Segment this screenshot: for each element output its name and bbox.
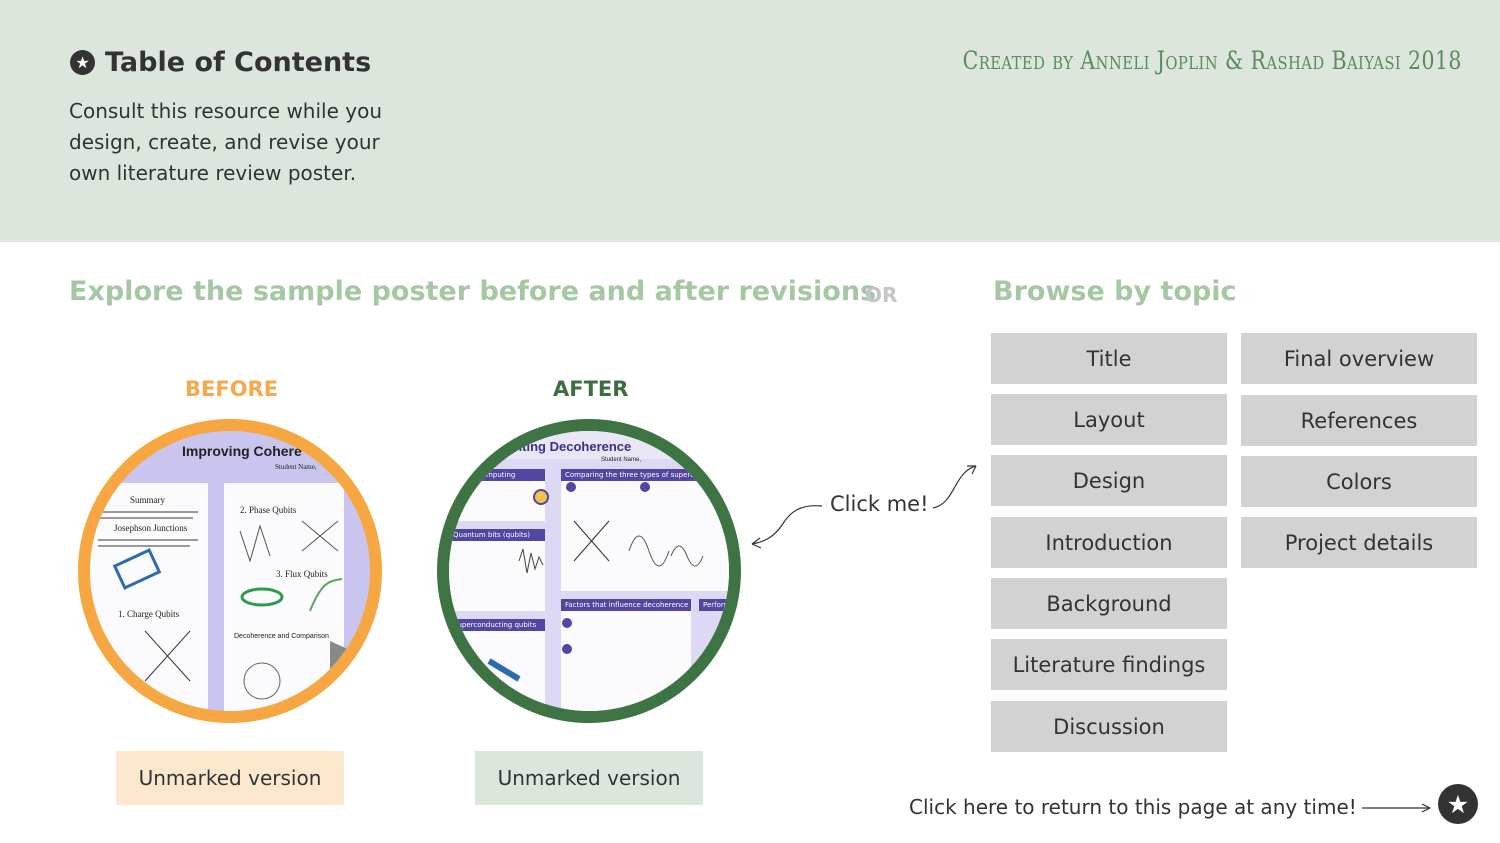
topic-button-title[interactable]: Title	[991, 333, 1227, 384]
after-section-bar: Factors that influence decoherence	[561, 599, 691, 611]
page-title: ★ Table of Contents	[70, 47, 371, 78]
return-hint: Click here to return to this page at any…	[909, 795, 1357, 819]
topic-button-project-details[interactable]: Project details	[1241, 517, 1477, 568]
before-section-heading: Summary	[130, 495, 165, 505]
after-section-bar: antum computing	[449, 469, 545, 481]
topic-button-literature-findings[interactable]: Literature findings	[991, 639, 1227, 690]
after-section-bar: Comparing the three types of superc	[561, 469, 729, 481]
before-label: BEFORE	[185, 377, 279, 401]
after-section-bar: Quantum bits (qubits)	[449, 529, 545, 541]
after-poster-author: Student Name,	[601, 457, 642, 463]
header-banner: ★ Table of Contents Consult this resourc…	[0, 0, 1500, 242]
before-section-heading: 2. Phase Qubits	[240, 505, 297, 515]
star-icon: ★	[70, 50, 95, 75]
after-unmarked-button[interactable]: Unmarked version	[475, 751, 703, 805]
topic-button-references[interactable]: References	[1241, 395, 1477, 446]
before-unmarked-button[interactable]: Unmarked version	[116, 751, 344, 805]
or-label: OR	[865, 283, 898, 307]
after-section-bar: Superconducting qubits	[449, 619, 545, 631]
star-icon[interactable]: ★	[1438, 784, 1478, 824]
explore-heading: Explore the sample poster before and aft…	[69, 276, 877, 307]
before-poster-thumbnail[interactable]: Improving Cohere Student Name, Summary J…	[78, 419, 382, 723]
topic-button-background[interactable]: Background	[991, 578, 1227, 629]
page-description: Consult this resource while you design, …	[69, 99, 382, 185]
after-poster-figures	[487, 482, 704, 682]
topic-button-design[interactable]: Design	[991, 455, 1227, 506]
before-section-heading: 1. Charge Qubits	[118, 609, 180, 619]
topic-button-final-overview[interactable]: Final overview	[1241, 333, 1477, 384]
before-poster-title: Improving Cohere	[182, 443, 302, 459]
topic-button-introduction[interactable]: Introduction	[991, 517, 1227, 568]
after-poster-thumbnail[interactable]: enting Decoherence Student Name, antum c…	[437, 419, 741, 723]
page-title-text: Table of Contents	[105, 47, 372, 78]
before-section-heading: Josephson Junctions	[114, 523, 188, 533]
before-section-heading: Decoherence and Comparison	[234, 633, 329, 640]
before-poster-figures	[112, 520, 352, 700]
before-poster-column	[224, 483, 344, 711]
after-poster-title: enting Decoherence	[507, 439, 632, 454]
topic-button-layout[interactable]: Layout	[991, 394, 1227, 445]
before-section-heading: 3. Flux Qubits	[276, 569, 328, 579]
click-me-hint: Click me!	[830, 492, 929, 516]
after-section-bar: Perform	[699, 599, 729, 611]
credits: Created by Anneli Joplin & Rashad Baiyas…	[962, 46, 1462, 75]
browse-heading: Browse by topic	[993, 276, 1237, 307]
topic-button-discussion[interactable]: Discussion	[991, 701, 1227, 752]
before-poster-column	[90, 483, 208, 711]
before-poster-author: Student Name,	[275, 463, 317, 471]
after-label: AFTER	[553, 377, 629, 401]
topic-button-colors[interactable]: Colors	[1241, 456, 1477, 507]
